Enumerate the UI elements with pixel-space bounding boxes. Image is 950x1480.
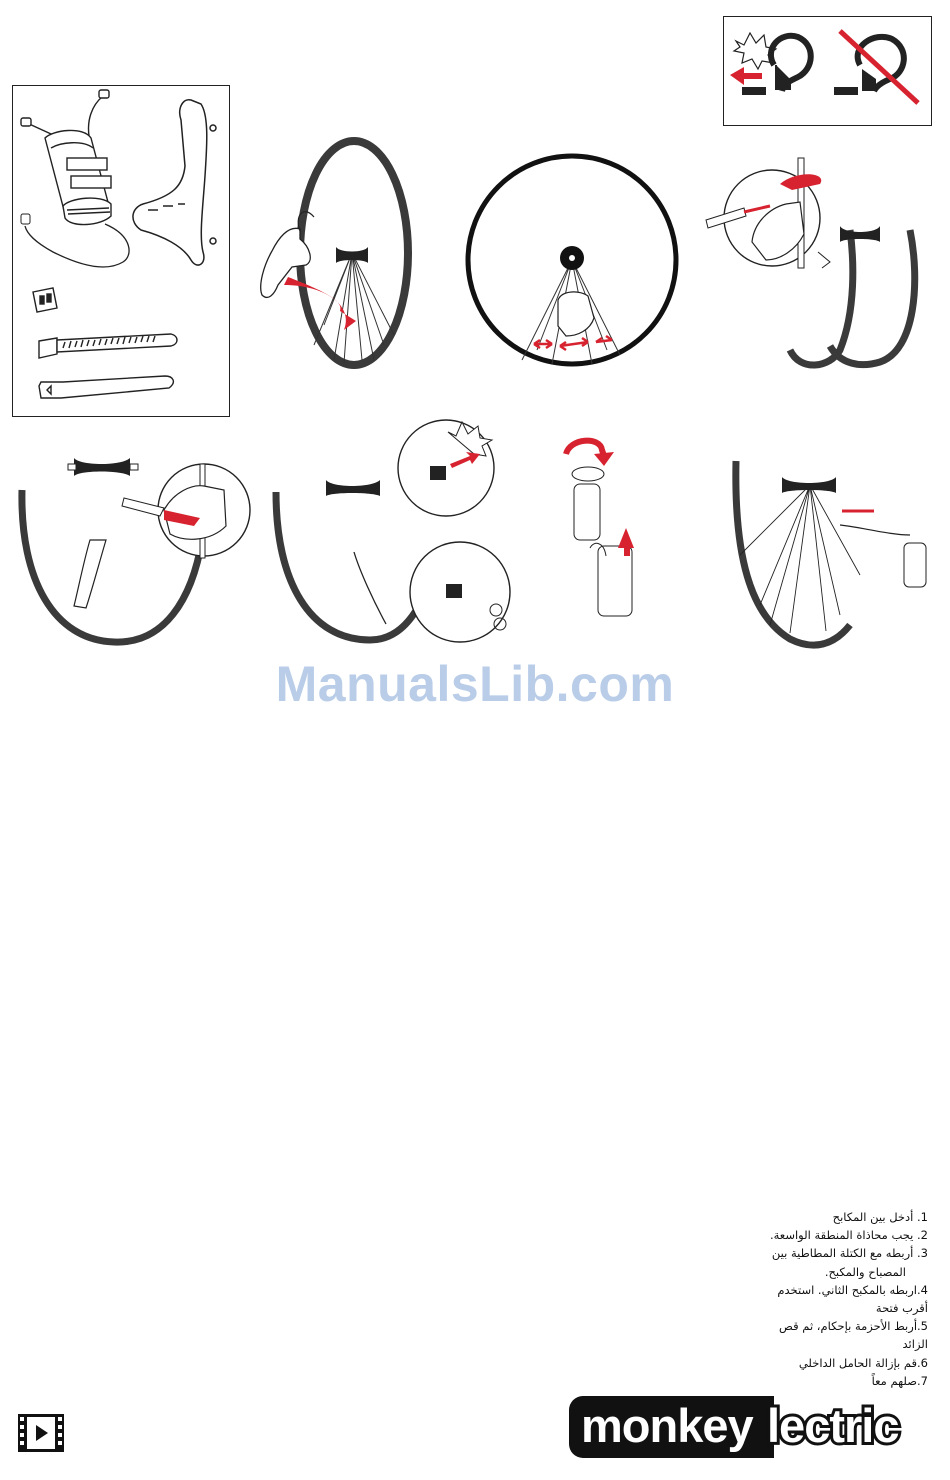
instruction-line: أقرب فتحة	[628, 1299, 928, 1317]
instruction-line: 4.اربطه بالمكبح الثاني. استخدم	[628, 1281, 928, 1299]
video-film-icon[interactable]	[18, 1414, 64, 1452]
mounting-bracket-icon	[133, 100, 216, 265]
logo-word-monkey: monkey	[581, 1398, 753, 1453]
strap-icon	[39, 376, 173, 398]
instruction-line: 7.صلهم معاً	[628, 1372, 928, 1390]
logo-word-lectric: lectric	[767, 1398, 898, 1453]
kit-contents-panel	[12, 85, 230, 417]
step-insert-bracket-illustration	[244, 135, 424, 375]
instructions-list: 1. أدخل بين المكابح 2. يجب محاذاة المنطق…	[628, 1208, 928, 1390]
instruction-line: المصباح والمكبح.	[628, 1263, 928, 1281]
instruction-line: 6.قم بإزالة الحامل الداخلي	[628, 1354, 928, 1372]
zip-tie-icon	[39, 334, 177, 358]
zip-tie-warning-icon	[724, 17, 933, 127]
step-tighten-cut-illustration	[270, 412, 520, 650]
brand-logo: monkey lectric	[569, 1396, 925, 1458]
rubber-block-icon	[33, 288, 57, 312]
step-remove-holder-illustration	[560, 432, 650, 622]
watermark: ManualsLib.com	[0, 655, 950, 713]
battery-pack-icon	[21, 90, 111, 225]
step-connect-illustration	[730, 455, 930, 650]
step-align-bracket-illustration	[462, 150, 687, 370]
instruction-line: الزائد	[628, 1335, 928, 1353]
instruction-line: 5.أربط الأحزمة بإحكام، ثم قص	[628, 1317, 928, 1335]
kit-contents-illustration	[13, 86, 231, 418]
step-second-brake-illustration	[14, 430, 254, 650]
instruction-line: 1. أدخل بين المكابح	[628, 1208, 928, 1226]
step-zip-tie-illustration	[700, 150, 940, 375]
instruction-line: 2. يجب محاذاة المنطقة الواسعة.	[628, 1226, 928, 1244]
connector-icon	[21, 214, 30, 224]
instruction-line: 3. أربطه مع الكتلة المطاطية بين	[628, 1244, 928, 1262]
cable-icon	[25, 224, 129, 267]
zip-tie-warning-panel	[723, 16, 932, 126]
